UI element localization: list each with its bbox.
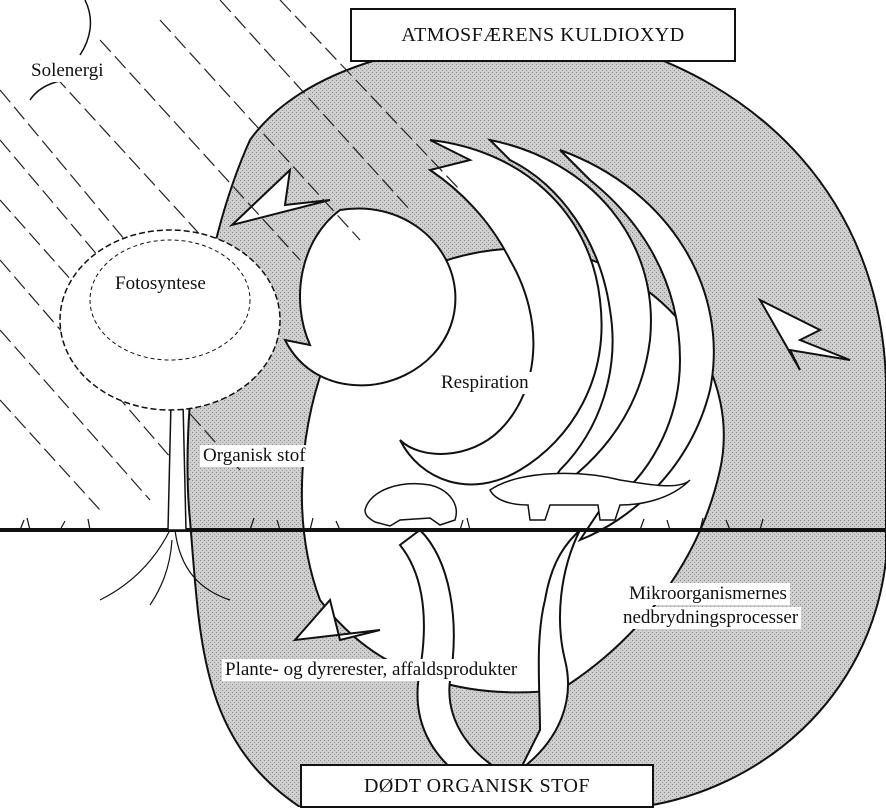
microorganisms-label-line1: Mikroorganismernes [626, 583, 790, 605]
solar-energy-label: Solenergi [28, 60, 106, 82]
dead-organic-matter-box: DØDT ORGANISK STOF [300, 764, 654, 808]
photosynthesis-label: Fotosyntese [112, 273, 209, 295]
microorganisms-label-line2: nedbrydningsprocesser [620, 607, 801, 629]
organic-matter-label: Organisk stof [200, 445, 309, 467]
atmosphere-co2-box: ATMOSFÆRENS KULDIOXYD [350, 8, 736, 62]
respiration-label: Respiration [438, 372, 532, 394]
remains-label: Plante- og dyrerester, affaldsprodukter [222, 659, 520, 681]
badger-icon [365, 484, 456, 526]
sun-arc-icon [30, 0, 90, 100]
